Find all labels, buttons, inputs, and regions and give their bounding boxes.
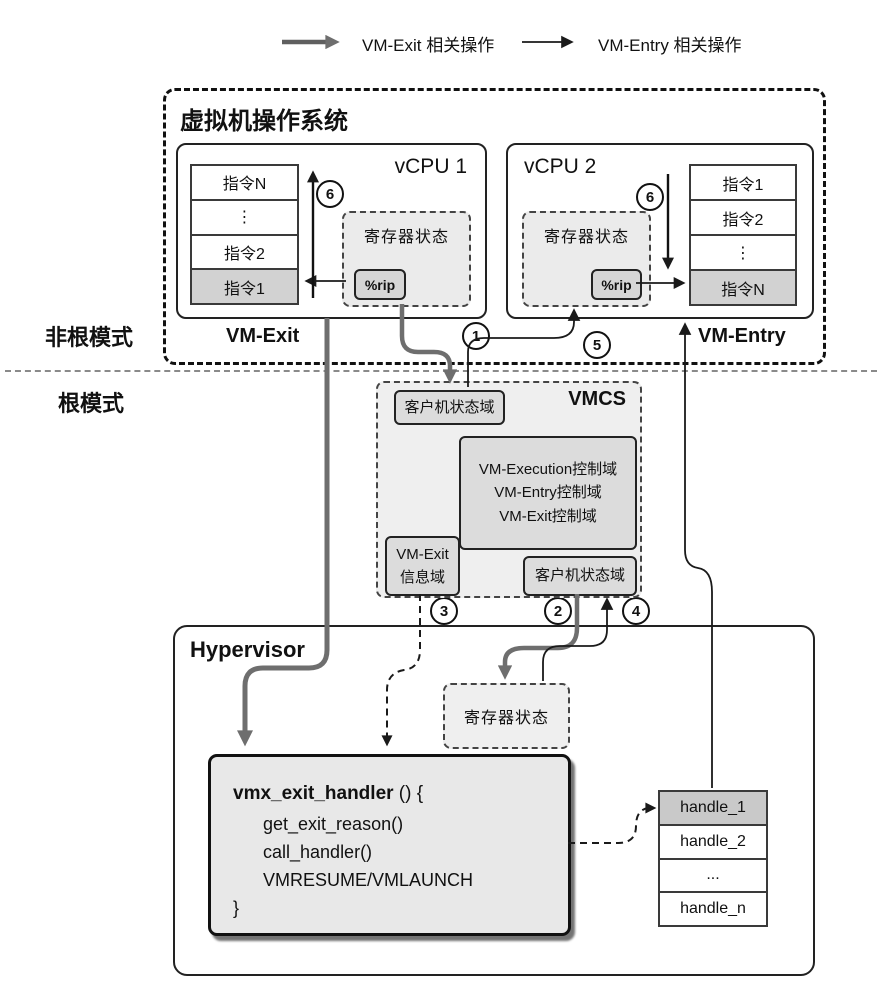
vcpu2-register-state-box: 寄存器状态 %rip — [522, 211, 651, 307]
vmcs-box: VMCS 客户机状态域 VM-Execution控制域 VM-Entry控制域 … — [376, 381, 642, 598]
vmcs-title: VMCS — [568, 388, 626, 410]
step-1-badge: 1 — [462, 322, 490, 350]
vcpu2-title: vCPU 2 — [524, 155, 597, 178]
code-line-close: } — [233, 898, 240, 918]
legend-vm-entry-label: VM-Entry 相关操作 — [598, 36, 742, 55]
handler-row: handle_2 — [660, 823, 766, 858]
handler-row-ellipsis: ... — [660, 857, 766, 892]
exit-info-line: 信息域 — [399, 569, 445, 586]
register-state-label: 寄存器状态 — [543, 229, 629, 246]
vcpu1-rip-box: %rip — [354, 269, 406, 300]
code-line: VMRESUME/VMLAUNCH — [263, 870, 474, 890]
vcpu1-title: vCPU 1 — [394, 155, 467, 178]
vcpu1-register-state-box: 寄存器状态 %rip — [342, 211, 471, 307]
instruction-row: 指令2 — [691, 199, 795, 234]
hypervisor-box: Hypervisor 寄存器状态 vmx_exit_handler () { g… — [173, 625, 815, 976]
hypervisor-register-state-box: 寄存器状态 — [443, 683, 570, 749]
instruction-row: 指令N — [222, 176, 267, 194]
register-state-label: 寄存器状态 — [463, 710, 549, 727]
vmcs-guest-state-bottom-box: 客户机状态域 — [523, 556, 637, 596]
code-line: get_exit_reason() — [263, 814, 404, 834]
instruction-row: 指令1 — [722, 176, 764, 194]
vcpu2-box: vCPU 2 寄存器状态 %rip 指令1 指令2 ⋮ 指令N — [506, 143, 814, 319]
vcpu1-box: vCPU 1 指令N ⋮ 指令2 指令1 寄存器状态 %rip — [176, 143, 487, 319]
register-state-label: 寄存器状态 — [363, 229, 449, 246]
vmcs-exit-info-box: VM-Exit 信息域 — [385, 536, 460, 596]
step-4-badge: 4 — [622, 597, 650, 625]
vm-entry-label: VM-Entry — [698, 325, 786, 347]
hypervisor-title: Hypervisor — [190, 637, 305, 662]
handler-function-name: vmx_exit_handler — [233, 783, 394, 804]
handler-row-current: handle_1 — [660, 792, 766, 824]
vmcs-control-areas-box: VM-Execution控制域 VM-Entry控制域 VM-Exit控制域 — [459, 436, 637, 550]
root-mode-divider — [5, 370, 877, 372]
vcpu2-instruction-table: 指令1 指令2 ⋮ 指令N — [689, 164, 797, 306]
control-area-line: VM-Exit控制域 — [499, 507, 597, 525]
exit-info-line: VM-Exit — [396, 545, 449, 563]
guest-os-title: 虚拟机操作系统 — [180, 108, 348, 135]
control-area-line: VM-Execution控制域 — [478, 461, 618, 479]
vm-exit-label: VM-Exit — [226, 325, 300, 347]
instruction-row-ellipsis: ⋮ — [192, 198, 297, 234]
handler-row: handle_n — [660, 891, 766, 925]
legend-vm-exit-label: VM-Exit 相关操作 — [362, 36, 495, 55]
vmcs-guest-state-top-box: 客户机状态域 — [394, 390, 505, 425]
instruction-row-current: 指令1 — [192, 268, 297, 303]
vcpu1-instruction-table: 指令N ⋮ 指令2 指令1 — [190, 164, 299, 305]
control-area-line: VM-Entry控制域 — [494, 484, 602, 502]
step-6-badge: 6 — [636, 183, 664, 211]
non-root-mode-label: 非根模式 — [45, 325, 134, 350]
step-6-badge: 6 — [316, 180, 344, 208]
handler-table: handle_1 handle_2 ... handle_n — [658, 790, 768, 927]
vmx-exit-handler-box: vmx_exit_handler () { get_exit_reason() … — [208, 754, 571, 936]
code-line-signature: vmx_exit_handler () { — [233, 783, 423, 805]
instruction-row-current: 指令N — [691, 269, 795, 304]
instruction-row: 指令2 — [192, 233, 297, 269]
step-5-badge: 5 — [583, 331, 611, 359]
root-mode-label: 根模式 — [58, 391, 125, 416]
vcpu2-rip-box: %rip — [591, 269, 642, 300]
instruction-row-ellipsis: ⋮ — [691, 234, 795, 269]
code-line: call_handler() — [263, 842, 373, 862]
step-2-badge: 2 — [544, 597, 572, 625]
step-3-badge: 3 — [430, 597, 458, 625]
handler-signature: () { — [393, 783, 424, 804]
